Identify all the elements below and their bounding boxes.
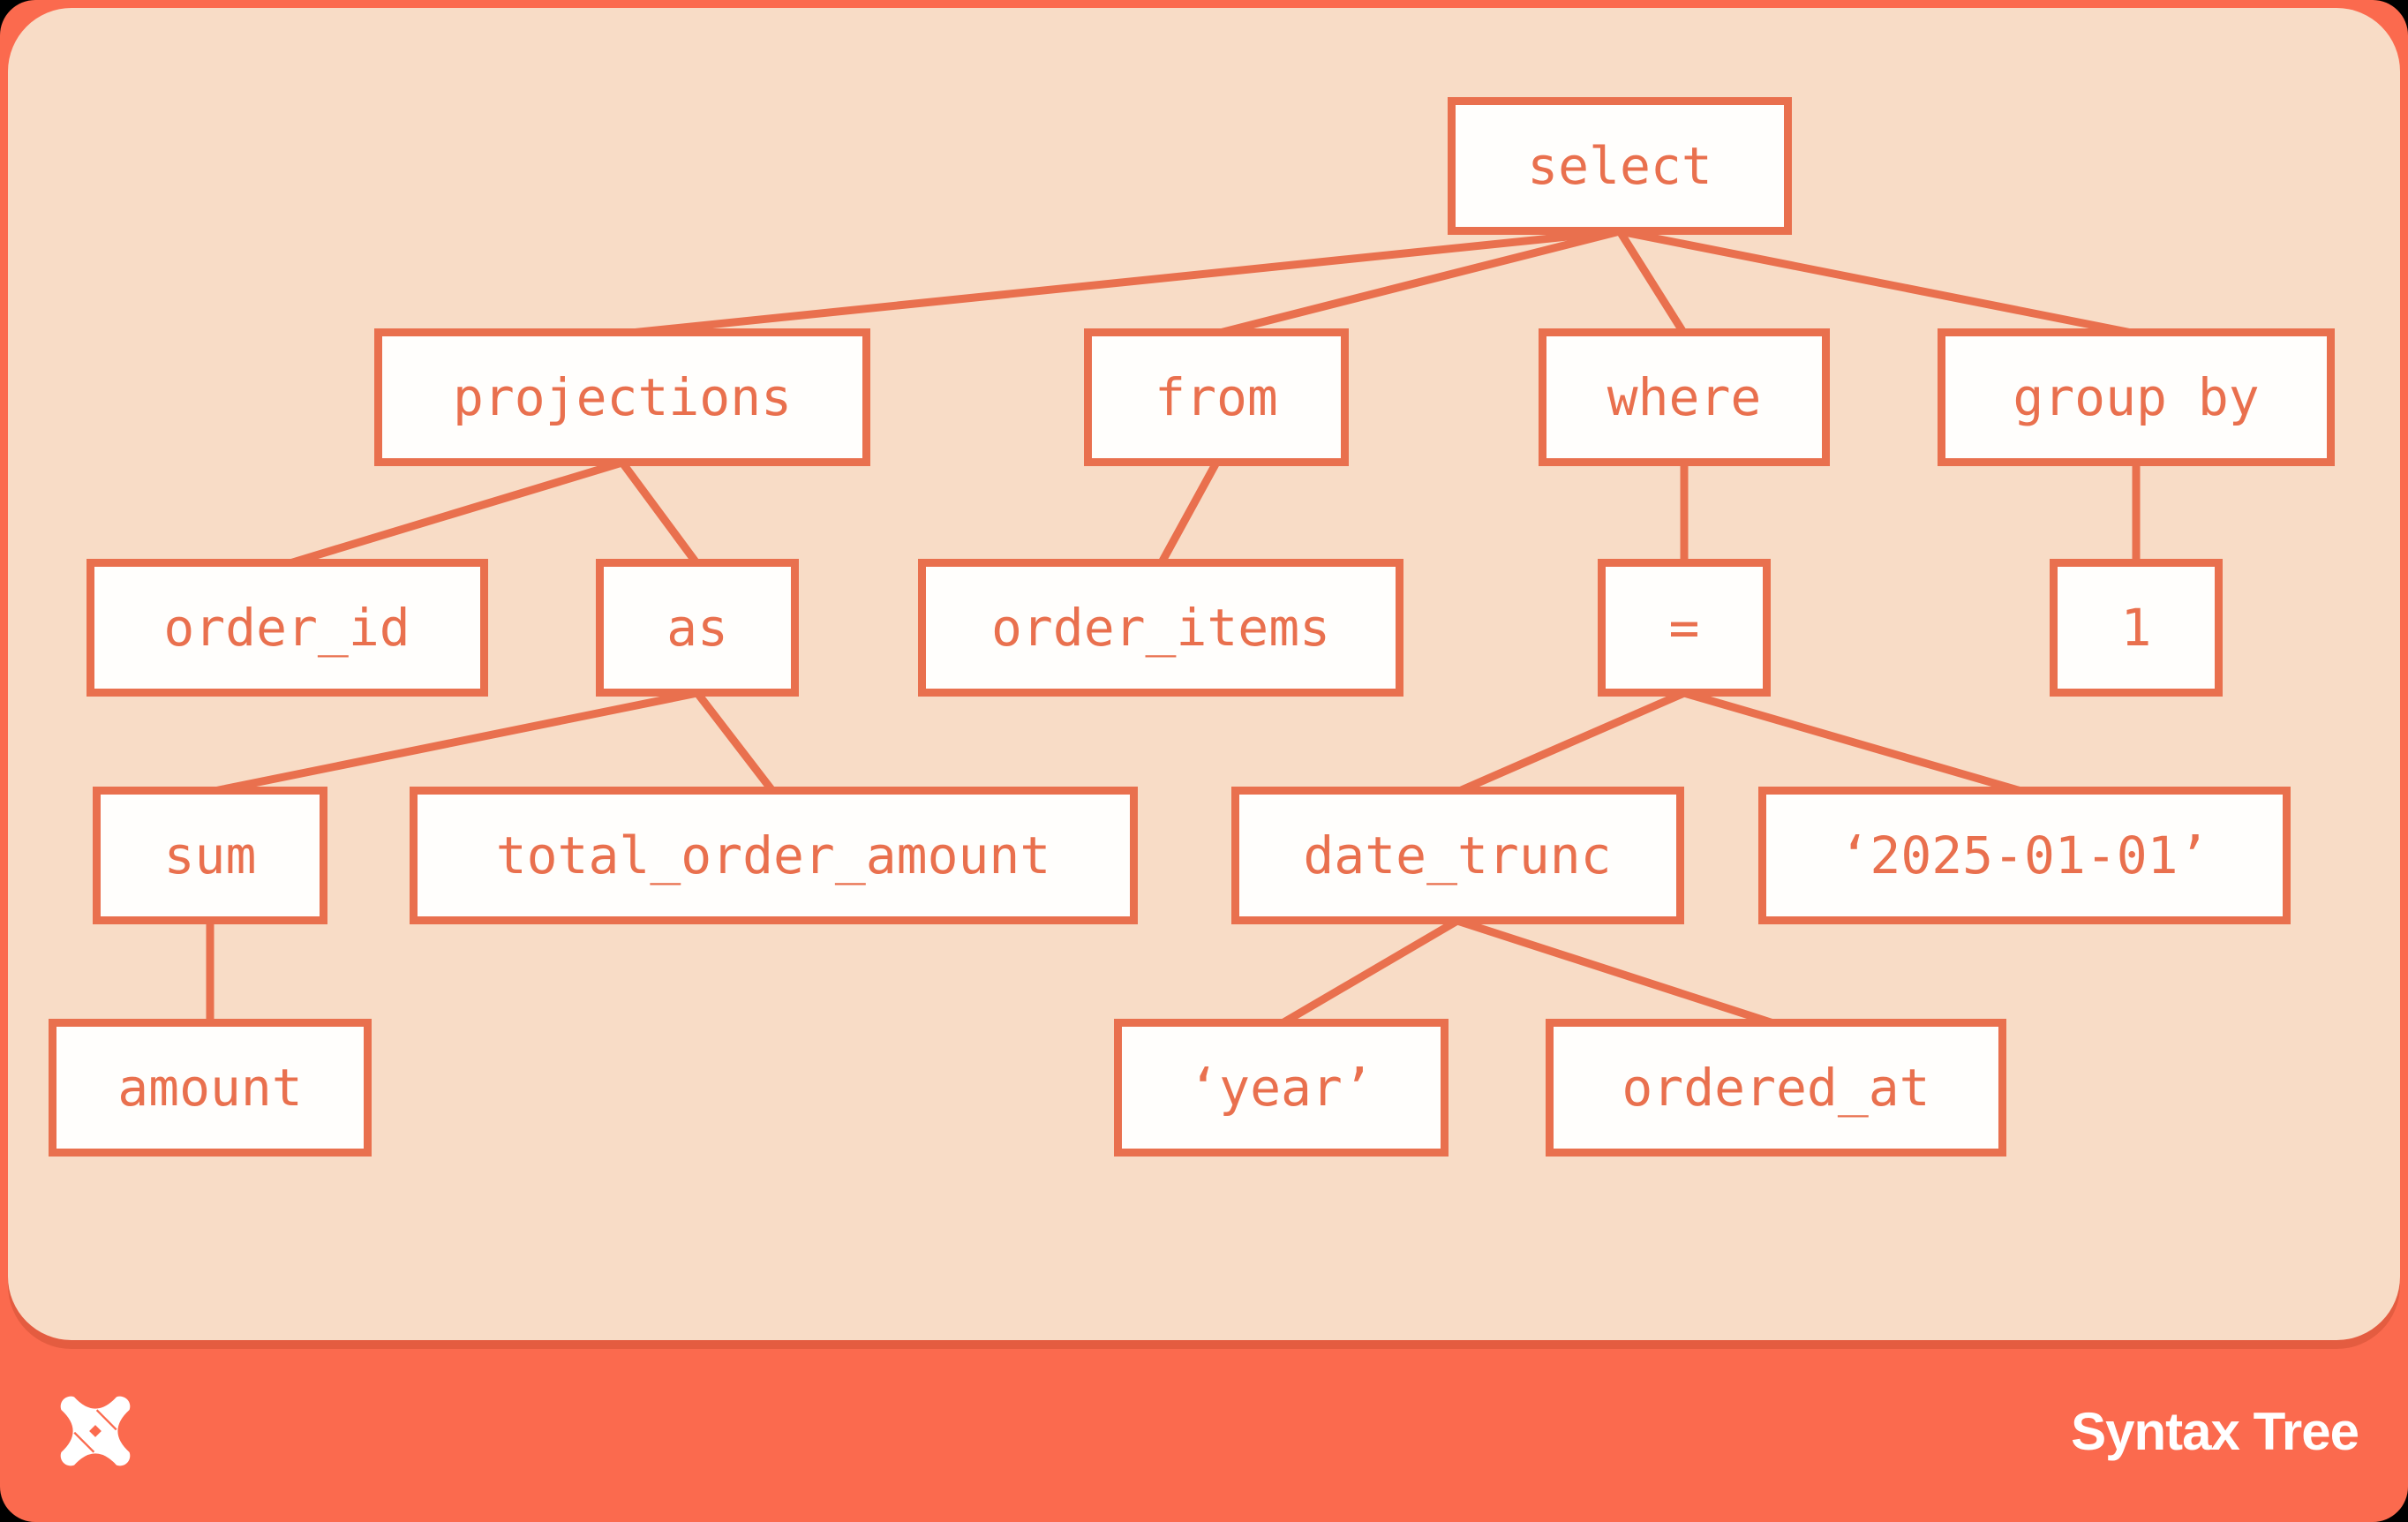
tree-node-select: select [1448, 97, 1792, 235]
tree-node-projections: projections [374, 328, 870, 466]
tree-node-order_items: order_items [918, 559, 1403, 697]
tree-edge-select-from [1215, 227, 1622, 338]
tree-edge-from-order_items [1157, 460, 1220, 567]
tree-node-ordered_at: ordered_at [1546, 1019, 2006, 1157]
tree-node-date_trunc: date_trunc [1230, 787, 1684, 924]
tree-edge-date_trunc-ordered_at [1456, 916, 1778, 1028]
tree-node-eq: = [1598, 559, 1771, 697]
tree-edge-select-group_by [1619, 227, 2137, 338]
tree-edge-eq-date_literal [1682, 689, 2026, 796]
tree-node-one: 1 [2050, 559, 2223, 697]
tree-node-group_by: group by [1938, 328, 2335, 466]
tree-edge-projections-order_id [285, 458, 624, 569]
tree-node-year_literal: ‘year’ [1113, 1019, 1449, 1157]
tree-edge-select-projections [621, 227, 1621, 338]
footer-title: Syntax Tree [2071, 1401, 2359, 1461]
tree-edge-date_trunc-year_literal [1278, 917, 1460, 1028]
tree-node-as: as [596, 559, 799, 697]
tree-edge-eq-date_trunc [1456, 689, 1686, 796]
tree-node-sum: sum [93, 787, 327, 924]
tree-edge-as-sum [209, 689, 698, 796]
tree-node-from: from [1084, 328, 1349, 466]
tree-node-order_id: order_id [86, 559, 488, 697]
tree-edge-as-total_order_amount [694, 690, 777, 795]
tree-edge-select-where [1616, 229, 1688, 336]
tree-node-total_order_amount: total_order_amount [409, 787, 1138, 924]
tree-node-where: where [1539, 328, 1830, 466]
tree-node-amount: amount [49, 1019, 372, 1157]
dbt-logo-icon [49, 1385, 141, 1477]
footer-bar: Syntax Tree [0, 1340, 2408, 1522]
tree-node-date_literal: ‘2025-01-01’ [1757, 787, 2291, 924]
tree-edge-projections-as [619, 460, 701, 567]
